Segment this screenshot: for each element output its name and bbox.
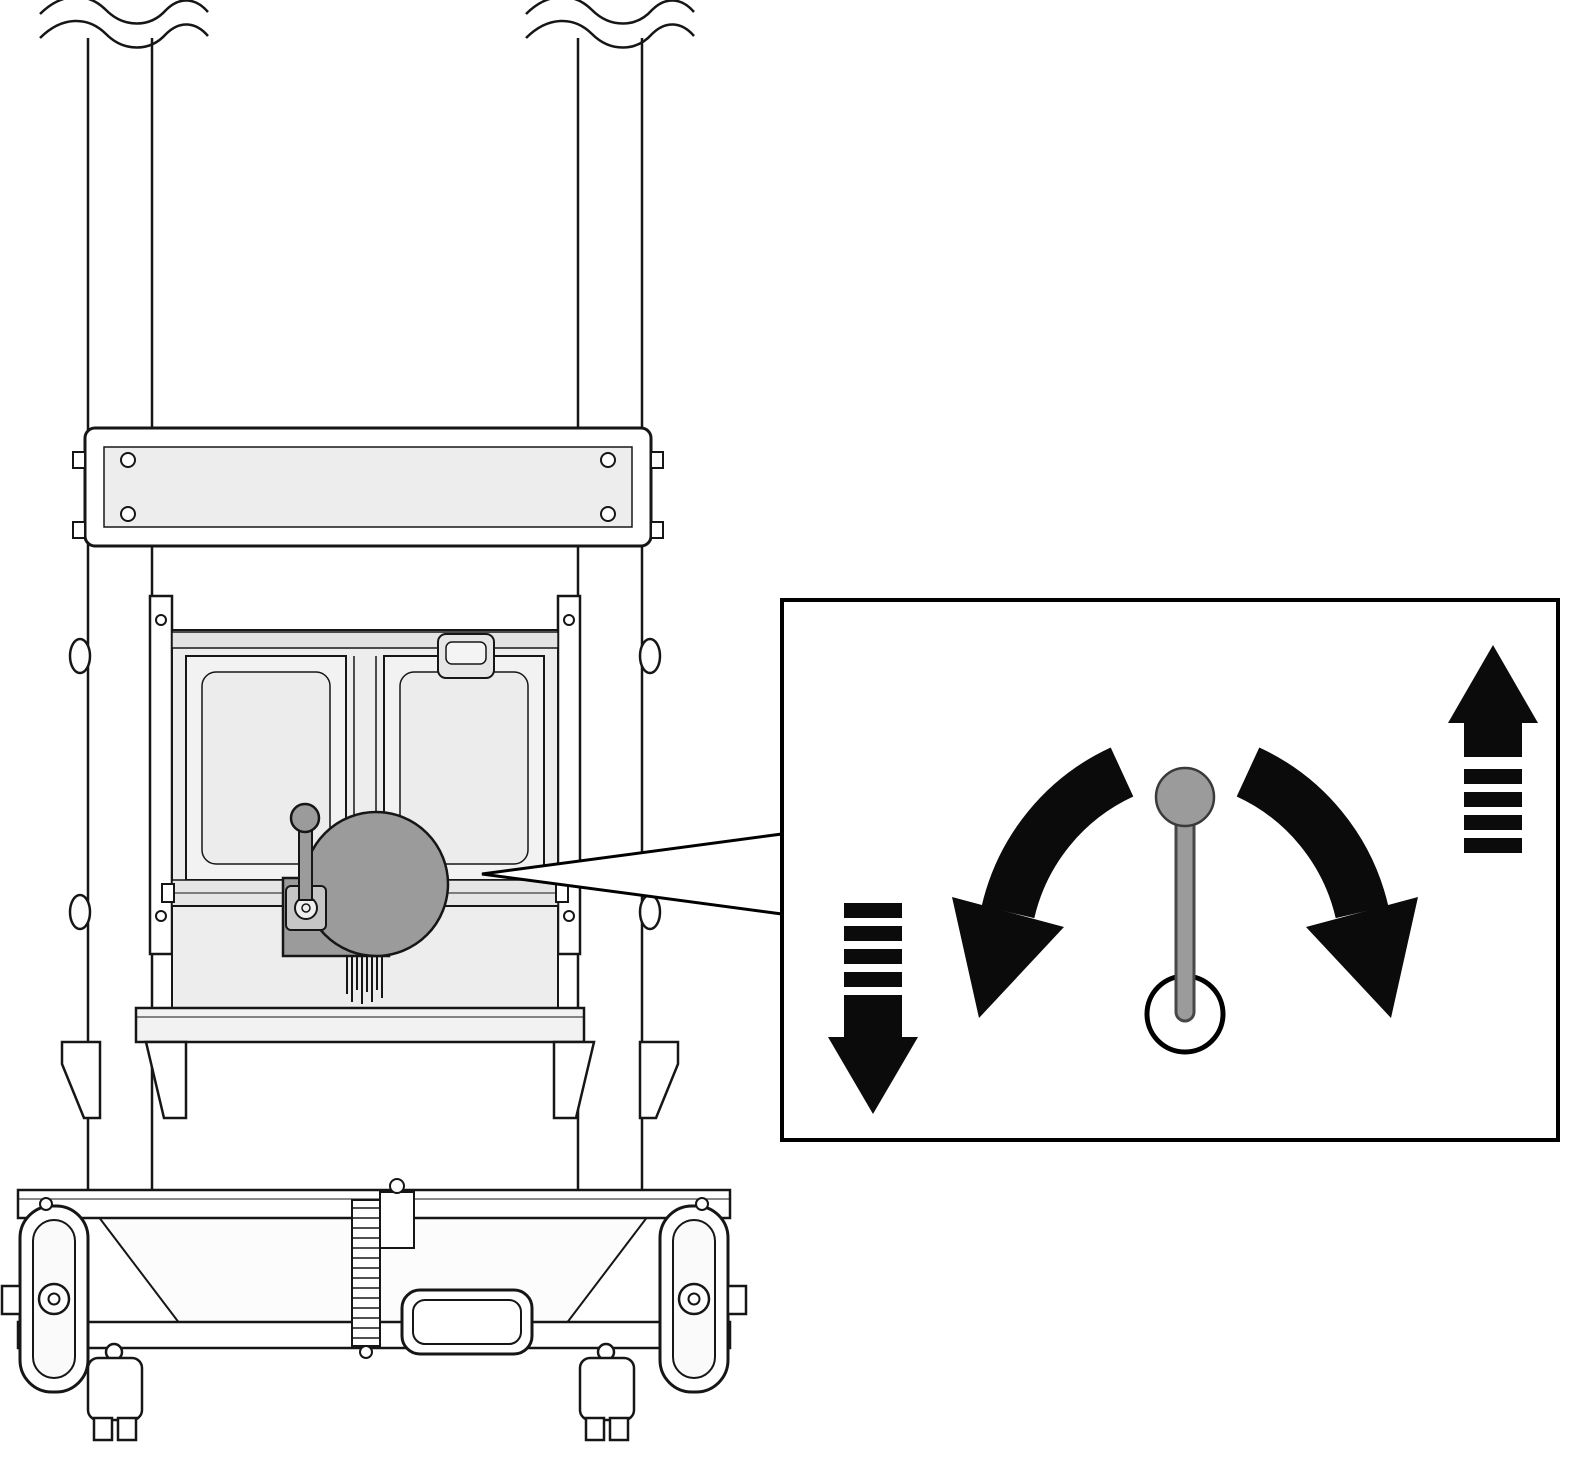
break-mask (36, 0, 214, 38)
rotate-counterclockwise-arrow-icon (952, 747, 1134, 1018)
down-arrow-dash (844, 903, 902, 918)
bolt (155, 614, 167, 626)
hook-loop (68, 637, 92, 675)
bolt (563, 910, 575, 922)
panel-tab (650, 451, 664, 469)
down-arrow-dash (844, 949, 902, 964)
top-panel (72, 426, 664, 548)
up-arrowhead (1448, 645, 1538, 723)
release-lever (281, 802, 450, 1004)
up-arrow-dash (1464, 838, 1522, 853)
lower-down-arrow-icon (828, 903, 918, 1114)
lift-cart (0, 0, 748, 1442)
caster-foot (116, 1416, 138, 1442)
fork-inner-right (552, 1040, 596, 1120)
beam-bolt (39, 1197, 53, 1211)
screw (600, 506, 616, 522)
fork-outer-right (638, 1040, 680, 1120)
left-mast-rail (86, 0, 154, 1196)
base-frame (0, 1178, 748, 1442)
rail-end-bolt (161, 883, 175, 903)
rail-break-marks (36, 0, 704, 49)
hook-loop (68, 893, 92, 931)
panel-tab (72, 521, 86, 539)
spring-bracket-bolt (389, 1178, 405, 1194)
caster-foot (584, 1416, 606, 1442)
rotate-cw-arc (1236, 747, 1389, 919)
up-arrow-dash (1464, 792, 1522, 807)
carriage-top-bar (171, 631, 559, 649)
top-panel-plate (103, 446, 633, 528)
break-wave (39, 19, 209, 49)
up-arrow-dash (1464, 769, 1522, 784)
bolt (563, 614, 575, 626)
down-arrow-shaft (844, 995, 902, 1037)
down-arrow-dash (844, 926, 902, 941)
spring-hook (359, 1345, 373, 1359)
callout (481, 598, 1560, 1142)
axle-stub-right (726, 1284, 748, 1316)
down-arrowhead (828, 1037, 918, 1114)
down-arrow-dash (844, 972, 902, 987)
panel-tab (650, 521, 664, 539)
fork-inner-left (144, 1040, 188, 1120)
wheel-hub-pin (687, 1292, 701, 1306)
break-mask (526, 0, 704, 38)
spring-bracket (379, 1191, 415, 1249)
raise-up-arrow-icon (1448, 645, 1538, 853)
hook-loop (638, 637, 662, 675)
axle-stub-left (0, 1284, 22, 1316)
carriage-latch-inset (445, 641, 487, 665)
up-arrow-dash (1464, 815, 1522, 830)
lever-brush (346, 956, 383, 1004)
tension-spring (351, 1199, 381, 1347)
front-caster-right (578, 1356, 636, 1422)
rotate-clockwise-arrow-icon (1236, 747, 1418, 1018)
front-caster-left (86, 1356, 144, 1422)
caster-foot (92, 1416, 114, 1442)
bolt (155, 910, 167, 922)
rotate-ccw-arc (981, 747, 1134, 919)
lever-knob (289, 802, 321, 834)
break-wave (525, 19, 695, 49)
lever-icon (1144, 766, 1226, 1055)
lever-pivot-pin (301, 903, 311, 913)
screw (600, 452, 616, 468)
rail-hooks (68, 637, 662, 931)
pull-handle-inner (412, 1299, 522, 1345)
beam-bolt (695, 1197, 709, 1211)
break-wave (525, 0, 695, 25)
right-mast-rail (576, 0, 644, 1196)
caster-foot (608, 1416, 630, 1442)
lever-knob (1154, 766, 1216, 828)
screw (120, 452, 136, 468)
fork-outer-left (60, 1040, 102, 1120)
fork-base (60, 1006, 680, 1120)
screw (120, 506, 136, 522)
tension-spring-coils (353, 1207, 379, 1339)
lever-cam-disc (302, 810, 450, 958)
break-wave (39, 0, 209, 25)
hook-loop (638, 893, 662, 931)
wheel-hub-pin (47, 1292, 61, 1306)
mast-rails (86, 0, 644, 1196)
rotate-ccw-arrowhead (952, 897, 1064, 1018)
up-arrow-shaft (1464, 723, 1522, 757)
rotate-cw-arrowhead (1306, 897, 1418, 1018)
panel-tab (72, 451, 86, 469)
base-plate (134, 1006, 586, 1044)
